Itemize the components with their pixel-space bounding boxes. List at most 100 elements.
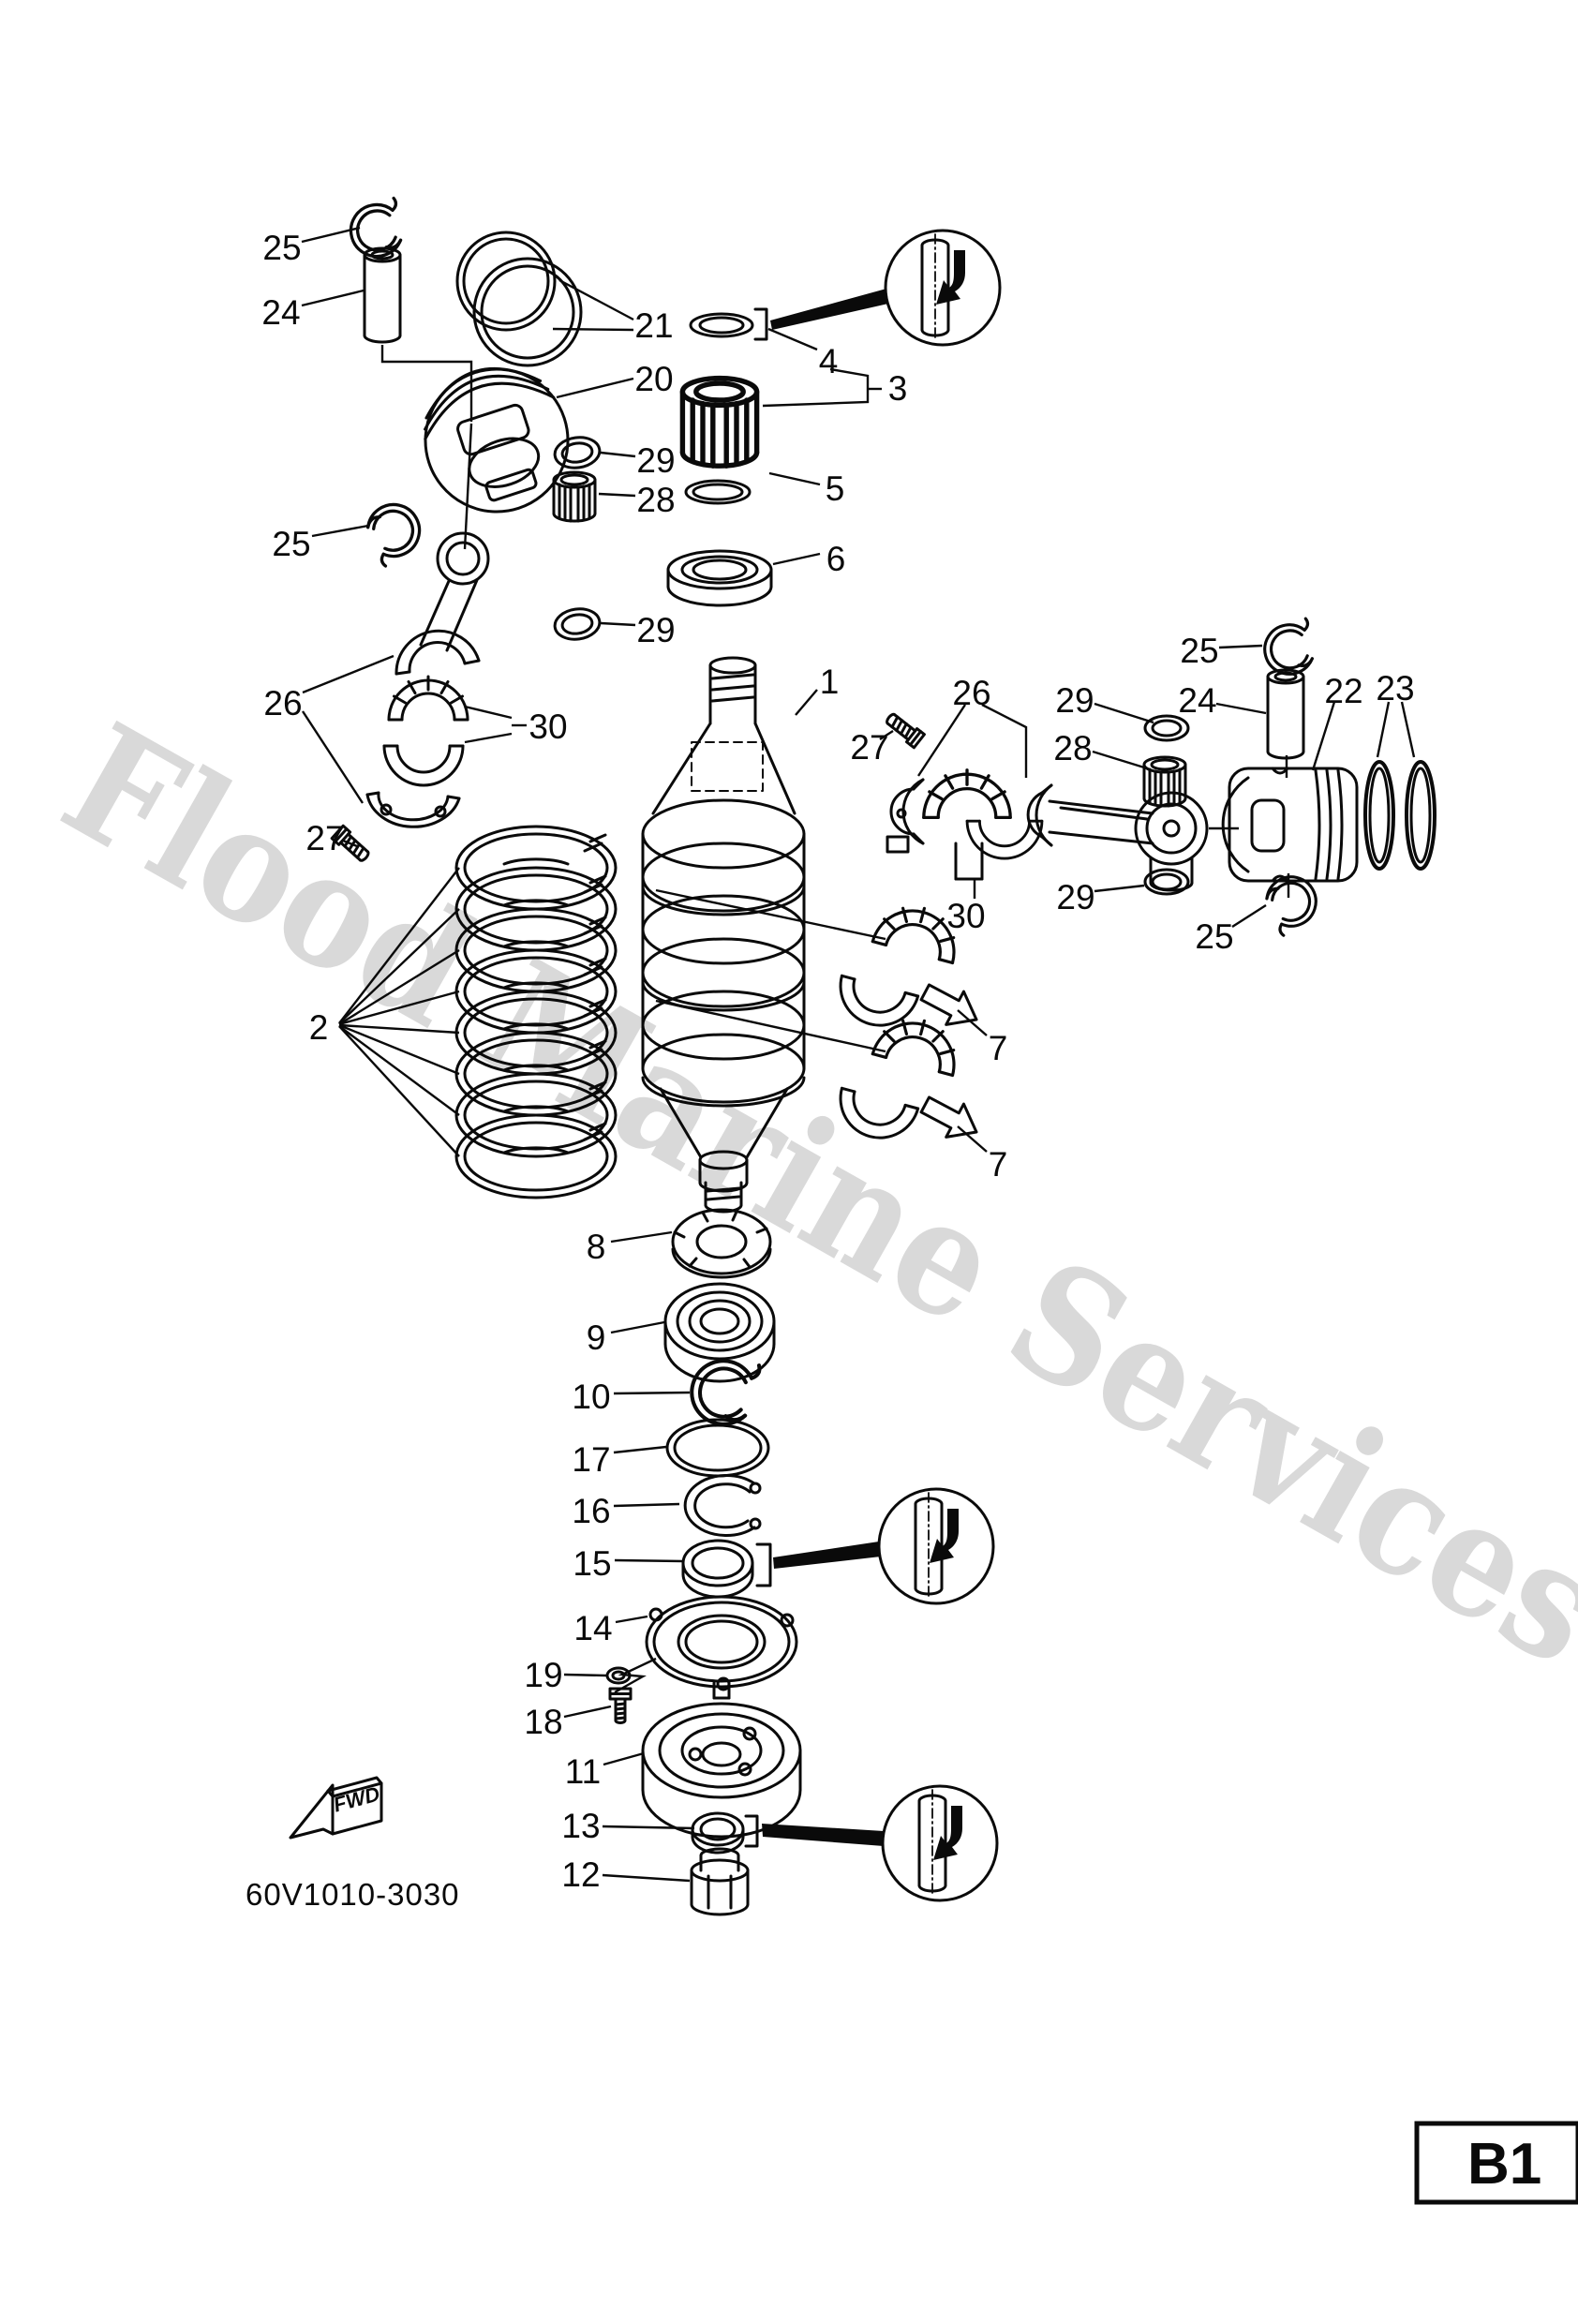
leader-line bbox=[380, 345, 473, 422]
ring-5 bbox=[684, 479, 752, 505]
seal-ring-15 bbox=[681, 1539, 754, 1599]
callout-number-27: 27 bbox=[850, 728, 888, 767]
lube-inset-icon bbox=[884, 229, 1002, 347]
callout-number-15: 15 bbox=[573, 1544, 611, 1583]
watermark-text: Flood Marine Services bbox=[36, 688, 1578, 1701]
group-bracket-4 bbox=[753, 307, 768, 341]
piston-22-right bbox=[1221, 767, 1359, 883]
leader-line bbox=[563, 1673, 607, 1677]
group-bracket-15 bbox=[755, 1542, 772, 1587]
leader-line bbox=[464, 705, 513, 720]
leader-line bbox=[1092, 750, 1145, 769]
washer-29-lower-right bbox=[1143, 868, 1190, 896]
needle-bearing-28-left bbox=[552, 470, 597, 523]
callout-number-11: 11 bbox=[565, 1752, 601, 1791]
inset-leader-wedges bbox=[762, 289, 888, 1846]
leader-line bbox=[795, 689, 818, 716]
main-bearing-6 bbox=[666, 549, 773, 607]
leader-line bbox=[301, 289, 365, 307]
leader-line bbox=[772, 552, 821, 566]
washer-4 bbox=[689, 312, 754, 338]
lube-inset-icon bbox=[881, 1784, 999, 1902]
leader-line bbox=[1094, 884, 1145, 893]
leader-line bbox=[610, 1320, 665, 1334]
callout-number-20: 20 bbox=[634, 360, 673, 398]
leader-line bbox=[338, 908, 460, 1024]
callout-number-3: 3 bbox=[888, 369, 908, 408]
leader-line bbox=[301, 710, 365, 804]
leader-line bbox=[338, 948, 460, 1026]
inset-leader-wedge bbox=[770, 289, 888, 330]
leader-line bbox=[762, 367, 870, 408]
leader-line bbox=[879, 729, 894, 741]
nut-12 bbox=[690, 1847, 750, 1916]
leader-line bbox=[1215, 702, 1267, 715]
split-bearing-30-right bbox=[922, 768, 1044, 881]
leader-line bbox=[916, 704, 967, 777]
callout-number-12: 12 bbox=[561, 1855, 600, 1894]
leader-line bbox=[614, 1558, 684, 1563]
callout-number-7: 7 bbox=[989, 1029, 1008, 1067]
callout-number-4: 4 bbox=[819, 342, 839, 380]
leader-line bbox=[338, 1025, 460, 1157]
leader-line bbox=[342, 839, 358, 848]
leader-line bbox=[552, 327, 634, 332]
callout-number-28: 28 bbox=[636, 481, 675, 519]
leader-line bbox=[598, 492, 636, 498]
fwd-arrow-icon: FWD bbox=[289, 1776, 383, 1840]
callout-number-7: 7 bbox=[989, 1145, 1008, 1184]
seal-13 bbox=[691, 1811, 745, 1855]
leader-line bbox=[603, 1751, 645, 1766]
leader-line bbox=[613, 1502, 680, 1508]
leader-line bbox=[563, 1705, 612, 1719]
callout-number-14: 14 bbox=[573, 1609, 612, 1647]
washer-29-upper-right bbox=[1143, 714, 1190, 742]
callout-number-5: 5 bbox=[826, 469, 845, 508]
lube-inset-icon bbox=[877, 1487, 995, 1605]
callout-number-29: 29 bbox=[1056, 878, 1094, 916]
needle-bearing-3 bbox=[682, 379, 756, 467]
piston-20-left bbox=[424, 367, 570, 514]
leader-line bbox=[768, 471, 821, 486]
callout-number-17: 17 bbox=[572, 1440, 610, 1479]
piston-pin-24-right bbox=[1266, 668, 1305, 760]
inset-leader-wedge bbox=[762, 1824, 884, 1846]
callout-number-1: 1 bbox=[820, 663, 840, 701]
callout-number-10: 10 bbox=[572, 1378, 610, 1416]
leader-line bbox=[613, 1445, 667, 1454]
callout-number-25: 25 bbox=[272, 525, 310, 563]
leader-line bbox=[767, 327, 818, 351]
callout-number-30: 30 bbox=[528, 708, 567, 746]
callout-number-29: 29 bbox=[1055, 681, 1094, 720]
leader-line bbox=[1218, 644, 1263, 649]
washer-29-upper-left bbox=[553, 436, 602, 469]
leader-line bbox=[600, 451, 636, 458]
callout-number-2: 2 bbox=[309, 1008, 329, 1047]
callout-number-9: 9 bbox=[587, 1318, 606, 1357]
leader-line bbox=[600, 621, 636, 627]
lock-washer-8 bbox=[671, 1208, 772, 1279]
callout-number-29: 29 bbox=[636, 611, 675, 649]
bearing-housing-11 bbox=[641, 1702, 802, 1839]
circlip-10 bbox=[687, 1355, 760, 1430]
needle-bearing-28-right bbox=[1142, 755, 1187, 808]
callout-number-16: 16 bbox=[572, 1492, 610, 1530]
leader-line bbox=[981, 703, 1028, 778]
washer-29-lower-left bbox=[553, 607, 602, 641]
leader-line bbox=[463, 423, 473, 550]
leader-line bbox=[614, 1657, 657, 1694]
callout-number-24: 24 bbox=[1178, 681, 1216, 720]
leader-line bbox=[301, 226, 361, 244]
callout-number-23: 23 bbox=[1376, 669, 1414, 708]
crankshaft-1 bbox=[641, 656, 806, 1214]
callout-number-29: 29 bbox=[636, 441, 675, 480]
piston-rings-21 bbox=[455, 231, 583, 367]
leader-line bbox=[655, 888, 886, 941]
leader-line bbox=[1231, 903, 1267, 929]
callout-number-8: 8 bbox=[587, 1228, 606, 1266]
page-label-box: B1 bbox=[1414, 2121, 1578, 2205]
leader-line bbox=[610, 1230, 673, 1244]
leader-line bbox=[338, 990, 460, 1026]
